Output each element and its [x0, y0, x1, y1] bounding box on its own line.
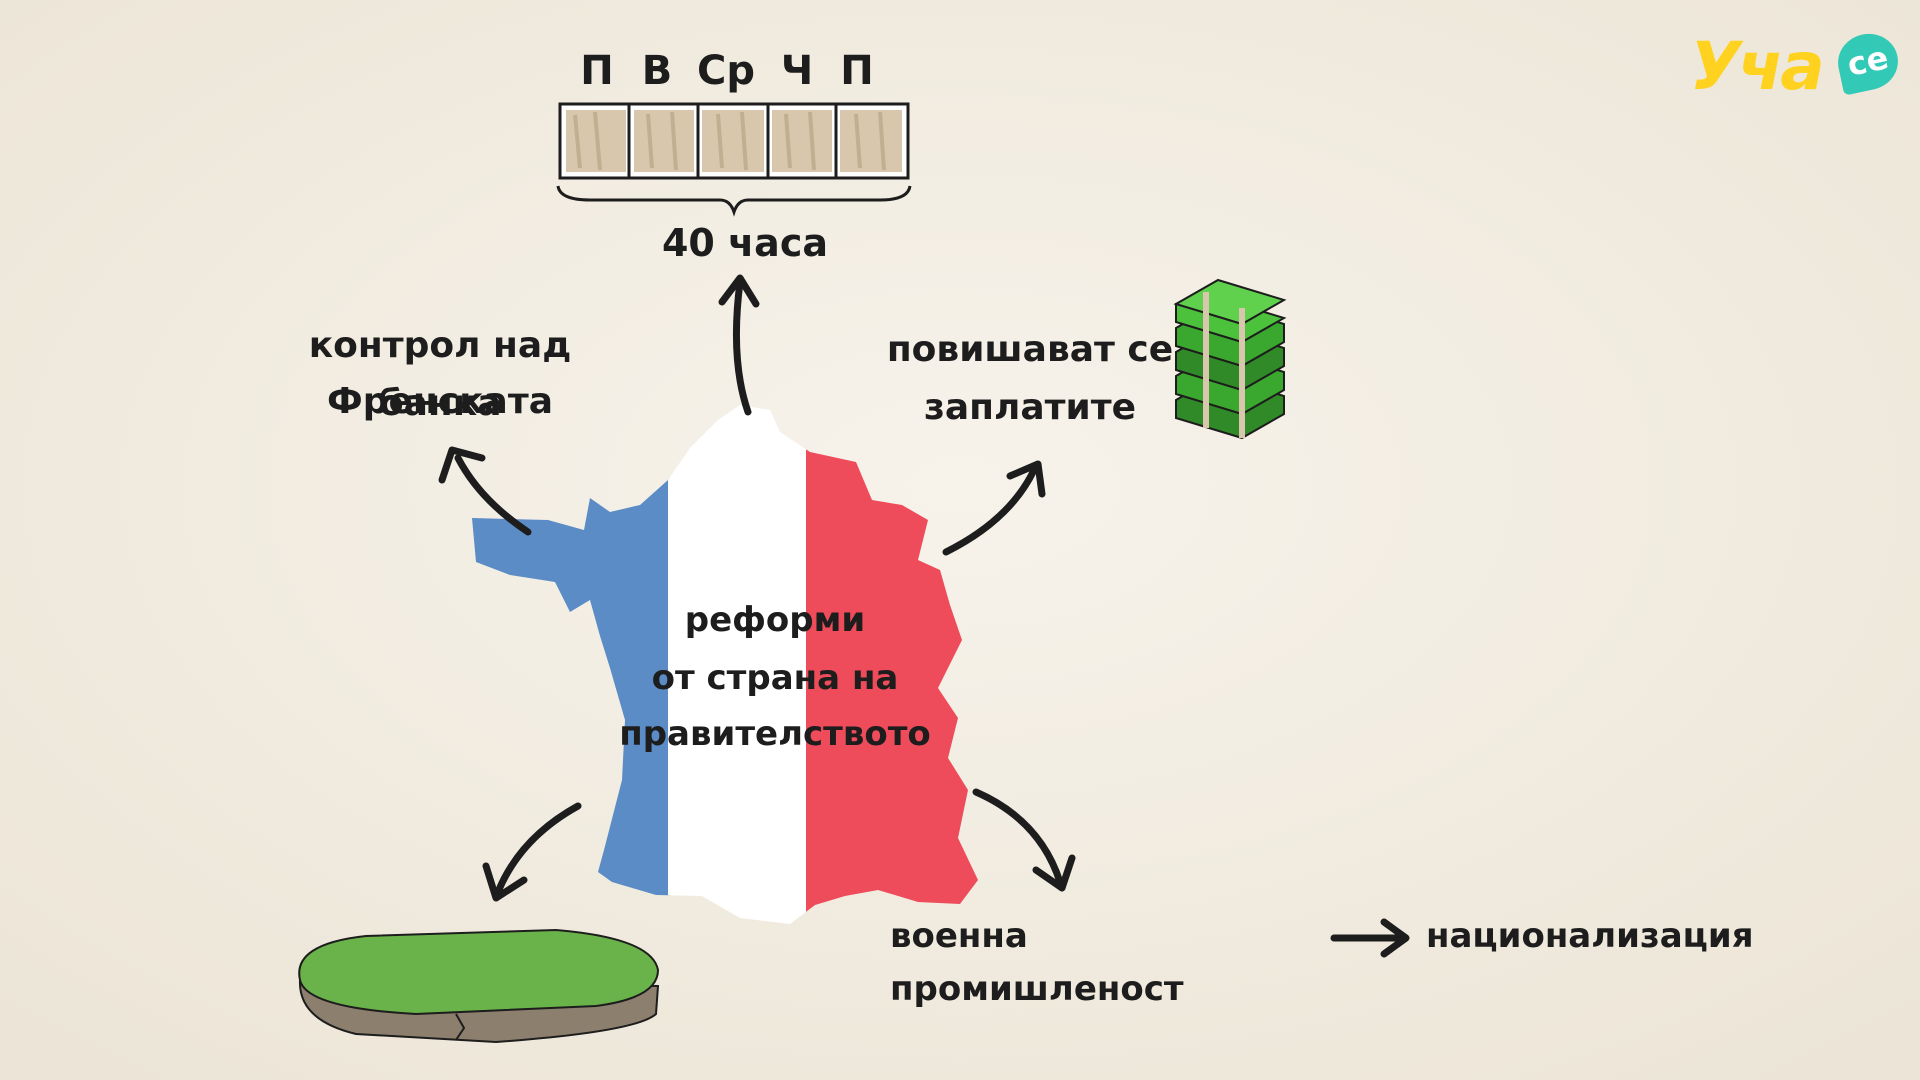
center-label-line3: правителството	[619, 714, 931, 754]
logo: Уча се	[1690, 28, 1904, 108]
center-label-line1: реформи	[684, 600, 866, 640]
day-label-tue: В	[641, 48, 673, 94]
arrow-icon-wages	[942, 466, 1038, 556]
arrow-icon-bank	[454, 454, 532, 536]
day-label-fri: П	[840, 48, 874, 94]
day-label-wed: Ср	[697, 48, 755, 94]
wages-label-line2: заплатите	[923, 387, 1137, 428]
logo-text: Уча	[1690, 28, 1825, 105]
arrow-icon-industry	[972, 788, 1064, 886]
total-hours-label: 40 часа	[661, 221, 828, 265]
nationalization-label: национализация	[1426, 916, 1754, 956]
land-plot-icon	[298, 928, 660, 1044]
brace-icon	[556, 185, 912, 217]
arrow-icon-up	[732, 278, 752, 416]
money-stack-icon	[1173, 278, 1287, 440]
bank-label-line2: банка	[378, 383, 502, 424]
day-label-mon: П	[580, 48, 614, 94]
center-label-line2: от страна на	[651, 658, 899, 698]
industry-label: военна промишленост	[890, 916, 1184, 1009]
calendar-week-icon	[558, 102, 910, 180]
arrow-icon-land	[494, 802, 582, 896]
wages-label-line1: повишават се	[886, 329, 1174, 370]
day-label-thu: Ч	[780, 48, 814, 94]
bank-label-line1: контрол над Френската	[308, 325, 572, 422]
